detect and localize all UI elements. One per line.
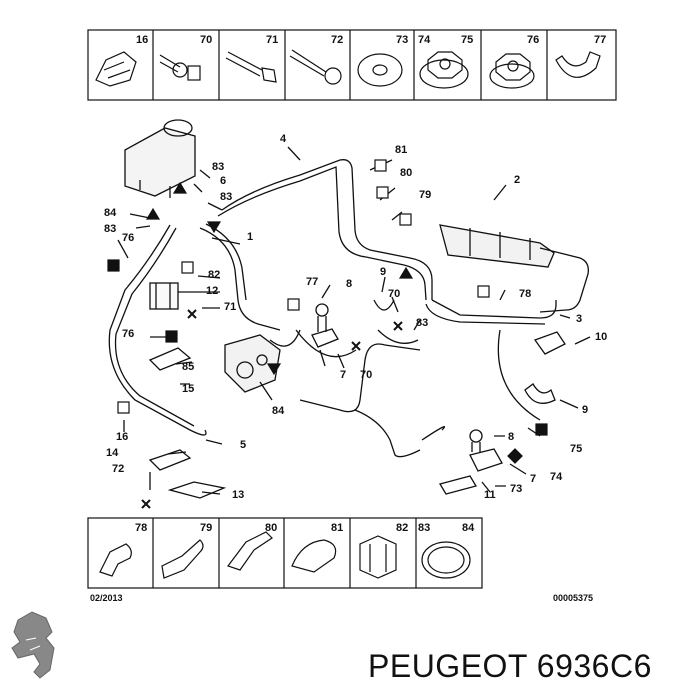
callout-70b: 70 [360,369,372,381]
bottom-num-5: 83 [418,522,430,534]
top-num-7: 76 [527,34,539,46]
top-num-3: 72 [331,34,343,46]
callout-85: 85 [182,361,194,373]
bottom-row-numbers: 78 79 80 81 82 83 84 [135,522,475,534]
brand-part-number: PEUGEOT 6936C6 [368,648,652,684]
top-num-0: 16 [136,34,148,46]
top-row-frame [87,29,617,101]
bolt-icon [159,54,201,81]
top-num-6: 75 [461,34,473,46]
callout-10: 10 [595,331,607,343]
callout-81: 81 [395,144,407,156]
callout-13: 13 [232,489,244,501]
top-num-8: 77 [594,34,606,46]
callout-82: 82 [208,269,220,281]
callout-5: 5 [240,439,246,451]
callout-1: 1 [247,231,253,243]
bottom-num-3: 81 [331,522,343,534]
callout-7a: 7 [340,369,346,381]
clip-icon [95,51,137,87]
callout-4: 4 [280,133,287,145]
nut-icon [489,53,535,89]
callout-16: 16 [116,431,128,443]
date-code: 02/2013 [90,593,123,603]
bottom-num-0: 78 [135,522,147,534]
screw-icon [225,51,277,83]
ref-code: 00005375 [553,593,593,603]
callout-9b: 9 [582,404,588,416]
symbol-markers [107,159,548,509]
bottom-num-4: 82 [396,522,408,534]
top-row-numbers: 16 70 71 72 73 74 75 76 77 [136,34,606,46]
top-num-1: 70 [200,34,212,46]
callout-6: 6 [220,175,226,187]
callout-79: 79 [419,189,431,201]
top-num-4: 73 [396,34,408,46]
callout-2: 2 [514,174,520,186]
callout-9a: 9 [380,266,386,278]
callout-8a: 8 [346,278,352,290]
tapping-screw-icon [289,49,342,85]
callout-83b: 83 [220,191,232,203]
washer-icon [357,53,403,87]
top-parts-row [87,29,617,101]
bracket-clip-icon [555,51,601,78]
callout-80: 80 [400,167,412,179]
callout-12: 12 [206,285,218,297]
callout-numbers: 4 81 80 79 2 83 6 83 84 83 76 1 82 12 71… [104,133,607,501]
callout-83d: 83 [416,317,428,329]
callout-11: 11 [484,489,496,501]
callout-70a: 70 [388,288,400,300]
callout-83a: 83 [212,161,224,173]
bottom-num-6: 84 [462,522,475,534]
callout-76b: 76 [122,328,134,340]
callout-84b: 84 [272,405,285,417]
callout-71: 71 [224,301,236,313]
top-num-2: 71 [266,34,278,46]
callout-78: 78 [519,288,531,300]
flange-nut-icon [419,51,469,89]
callout-15: 15 [182,383,194,395]
bottom-row-frame [87,517,483,589]
callout-83c: 83 [104,223,116,235]
bottom-parts-row [87,517,483,589]
callout-7b: 7 [530,473,536,485]
callout-84a: 84 [104,207,117,219]
top-num-5: 74 [418,34,431,46]
peugeot-lion-logo [11,611,55,679]
bottom-num-1: 79 [200,522,212,534]
callout-14: 14 [106,447,119,459]
callout-73: 73 [510,483,522,495]
callout-76a: 76 [122,232,134,244]
callout-72: 72 [112,463,124,475]
callout-74: 74 [550,471,563,483]
callout-77: 77 [306,276,318,288]
callout-8b: 8 [508,431,514,443]
hose-line [108,119,591,499]
callout-3: 3 [576,313,582,325]
bottom-num-2: 80 [265,522,277,534]
callout-75: 75 [570,443,582,455]
